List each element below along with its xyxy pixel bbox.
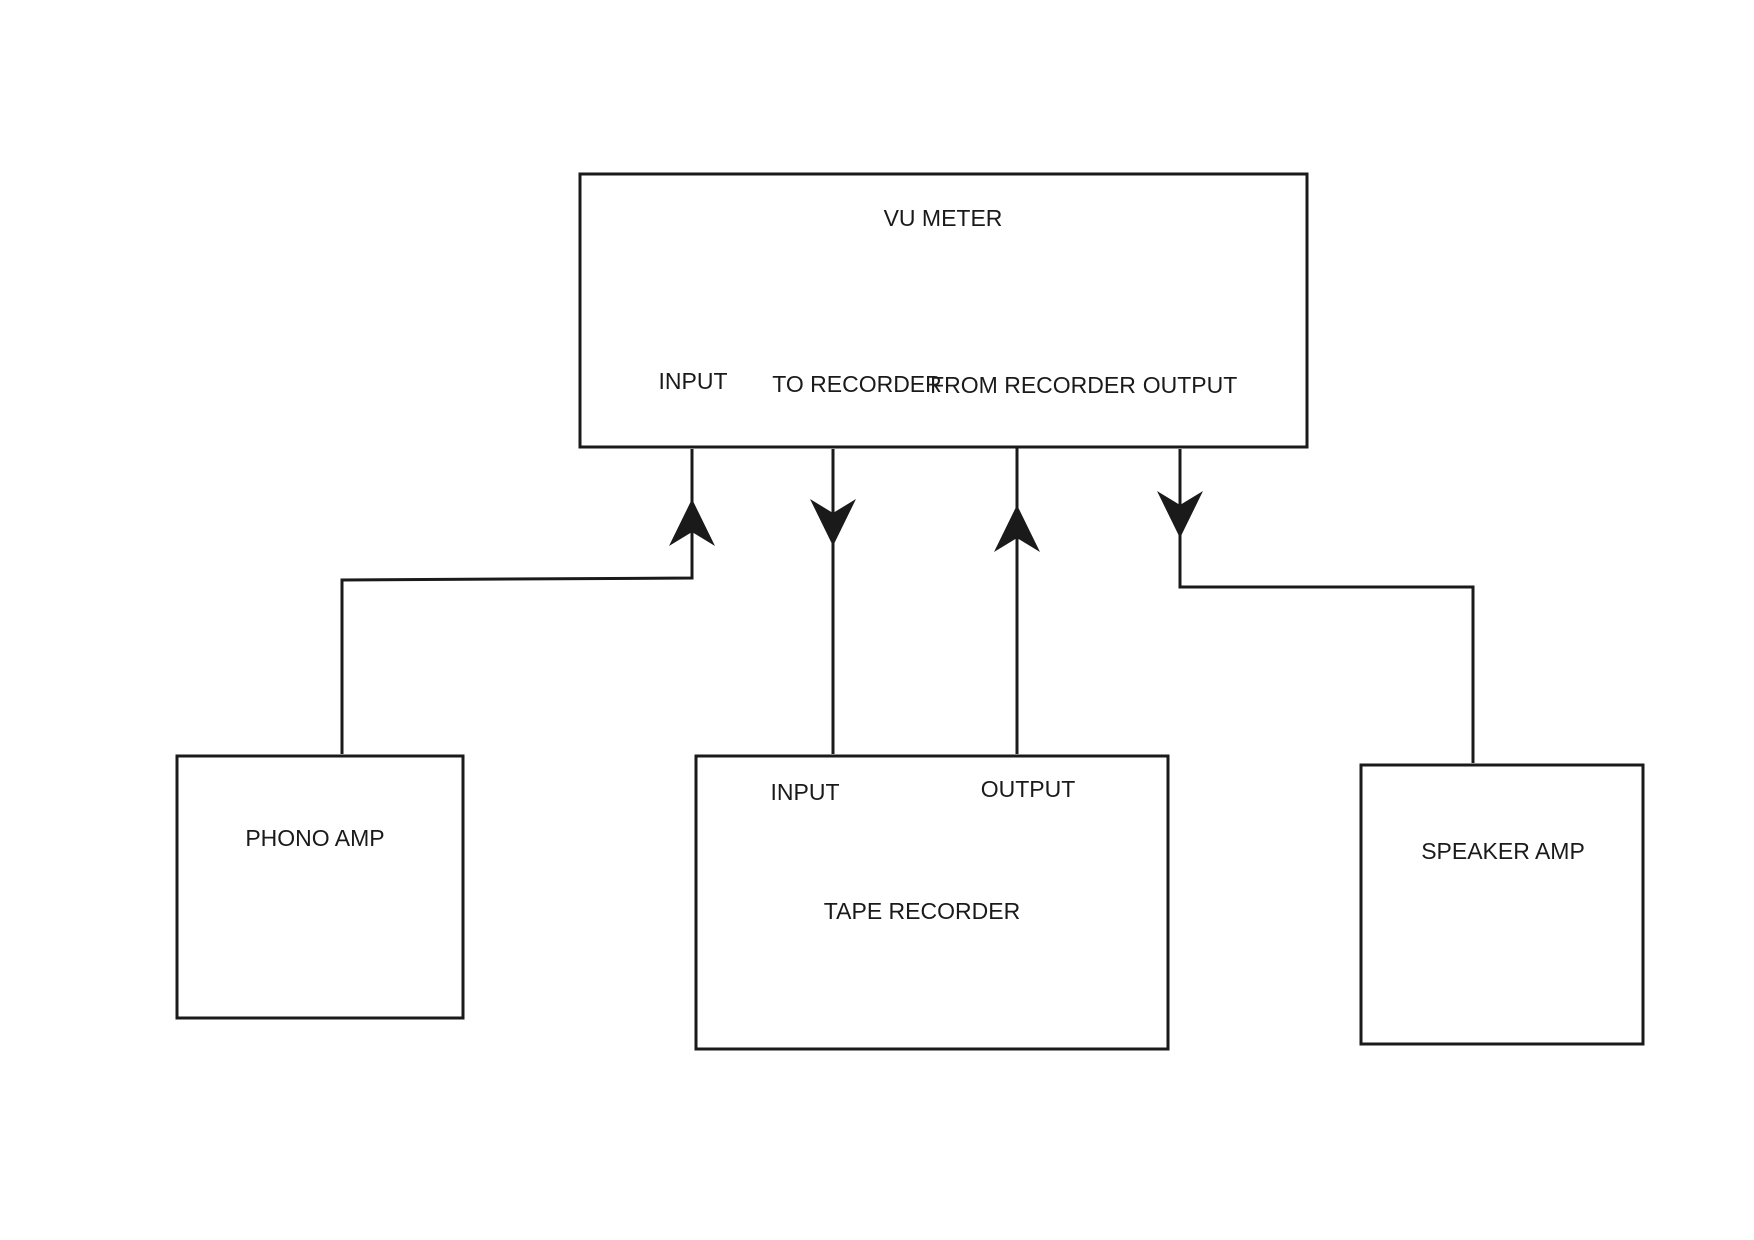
arrow-up-icon bbox=[994, 505, 1040, 552]
tape-recorder-output-port-label: OUTPUT bbox=[981, 776, 1076, 802]
phono-amp-title: PHONO AMP bbox=[245, 825, 384, 851]
vu-meter-box bbox=[578, 172, 1309, 449]
connection-phono-to-vu-input-line bbox=[340, 449, 694, 754]
vu-meter-from-recorder-port-label: FROM RECORDER bbox=[930, 372, 1136, 398]
arrow-down-icon bbox=[1157, 491, 1203, 538]
speaker-amp-title: SPEAKER AMP bbox=[1421, 838, 1585, 864]
vu-meter-block: VU METER INPUT TO RECORDER FROM RECORDER… bbox=[578, 172, 1309, 449]
tape-recorder-box bbox=[694, 754, 1170, 1051]
connection-phono-to-vu-input bbox=[340, 449, 715, 754]
arrow-down-icon bbox=[810, 499, 856, 546]
tape-recorder-title: TAPE RECORDER bbox=[824, 898, 1020, 924]
phono-amp-box bbox=[175, 754, 465, 1020]
connection-recorder-to-vu bbox=[994, 447, 1040, 754]
vu-meter-to-recorder-port-label: TO RECORDER bbox=[772, 371, 942, 397]
vu-meter-input-port-label: INPUT bbox=[659, 368, 728, 394]
phono-amp-block: PHONO AMP bbox=[175, 754, 465, 1020]
speaker-amp-block: SPEAKER AMP bbox=[1359, 763, 1645, 1046]
connection-vu-output-to-speaker-line bbox=[1178, 449, 1475, 763]
connection-vu-output-to-speaker bbox=[1157, 449, 1475, 763]
arrow-up-icon bbox=[669, 499, 715, 546]
tape-recorder-input-port-label: INPUT bbox=[771, 779, 840, 805]
tape-recorder-block: INPUT OUTPUT TAPE RECORDER bbox=[694, 754, 1170, 1051]
connection-vu-to-recorder bbox=[810, 449, 856, 754]
vu-meter-output-port-label: OUTPUT bbox=[1143, 372, 1238, 398]
vu-meter-title: VU METER bbox=[884, 205, 1003, 231]
speaker-amp-box bbox=[1359, 763, 1645, 1046]
